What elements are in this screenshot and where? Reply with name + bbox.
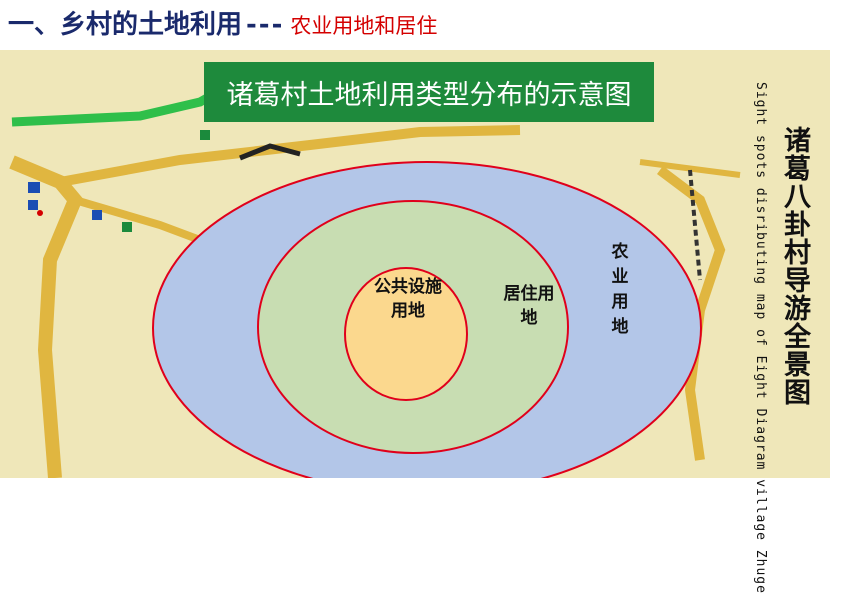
upper-road [59,125,521,187]
map-drawing [9,81,741,478]
green-road [11,81,233,127]
landmark-icon [200,130,210,140]
info-icon [92,210,102,220]
map-chinese-title: 诸葛八卦村导游全景图 [779,126,810,406]
railway-line [688,169,702,281]
hill-mark [239,143,301,161]
parking-icon [28,182,40,193]
bus-icon [28,200,38,210]
toilet-icon [122,222,132,232]
heading-subtitle: 农业用地和居住 [290,14,438,38]
heading-title: 一、乡村的土地利用 [8,10,243,40]
heading-dashes: --- [246,10,285,40]
side-road [73,196,202,244]
public-facility-label: 公共设施用地 [374,277,442,321]
agriculture-label: 农业用地 [611,242,629,337]
public-facility-ellipse [344,267,468,401]
residential-label: 居住用地 [503,284,555,328]
map-english-title: Sight spots disributing map of Eight Dia… [753,82,768,594]
right-upper-road [639,159,741,178]
slide-heading: 一、乡村的土地利用 --- 农业用地和居住 [8,4,437,44]
diagram-banner-title: 诸葛村土地利用类型分布的示意图 [204,62,654,122]
main-road [9,155,84,478]
star-mark-icon [37,210,43,216]
